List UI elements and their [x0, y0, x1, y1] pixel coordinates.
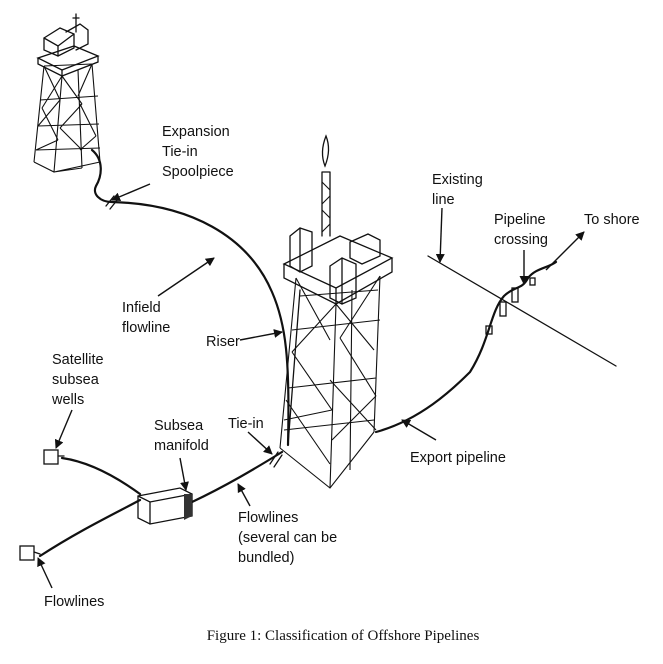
- pipelines: [38, 148, 617, 558]
- export-pipeline: [374, 260, 558, 434]
- satellite-flowline-lower: [38, 498, 142, 558]
- label-infield-2: flowline: [122, 320, 170, 336]
- subsea-manifold: [137, 487, 193, 525]
- label-satellite-3: wells: [51, 392, 84, 408]
- label-tie-in: Tie-in: [228, 416, 264, 432]
- label-existing-1: Existing: [432, 172, 483, 188]
- label-crossing-2: crossing: [494, 232, 548, 248]
- manifold-to-riser-flowline: [190, 450, 284, 504]
- label-infield-1: Infield: [122, 300, 161, 316]
- label-crossing-1: Pipeline: [494, 212, 546, 228]
- label-riser: Riser: [206, 334, 240, 350]
- subsea-well-upper: [43, 449, 65, 465]
- leader-arrows: [37, 183, 585, 589]
- satellite-platform: [33, 13, 101, 173]
- label-expansion-2: Tie-in: [162, 144, 198, 160]
- label-expansion-1: Expansion: [162, 124, 230, 140]
- pipeline-crossing-supports: [485, 277, 536, 335]
- label-flowlines: Flowlines: [44, 594, 104, 610]
- label-export-pipeline: Export pipeline: [410, 450, 506, 466]
- label-satellite-1: Satellite: [52, 352, 104, 368]
- label-existing-2: line: [432, 192, 455, 208]
- subsea-well-lower: [19, 545, 41, 561]
- label-flowlines-bundled-2: (several can be: [238, 530, 337, 546]
- existing-line: [427, 255, 617, 367]
- figure-caption: Figure 1: Classification of Offshore Pip…: [207, 628, 480, 644]
- label-satellite-2: subsea: [52, 372, 100, 388]
- satellite-flowline-upper: [60, 456, 142, 496]
- label-manifold-1: Subsea: [154, 418, 204, 434]
- label-to-shore: To shore: [584, 212, 640, 228]
- infield-flowline: [90, 148, 290, 447]
- main-platform: [279, 134, 394, 489]
- label-expansion-3: Spoolpiece: [162, 164, 234, 180]
- label-flowlines-bundled-1: Flowlines: [238, 510, 298, 526]
- label-flowlines-bundled-3: bundled): [238, 550, 294, 566]
- label-manifold-2: manifold: [154, 438, 209, 454]
